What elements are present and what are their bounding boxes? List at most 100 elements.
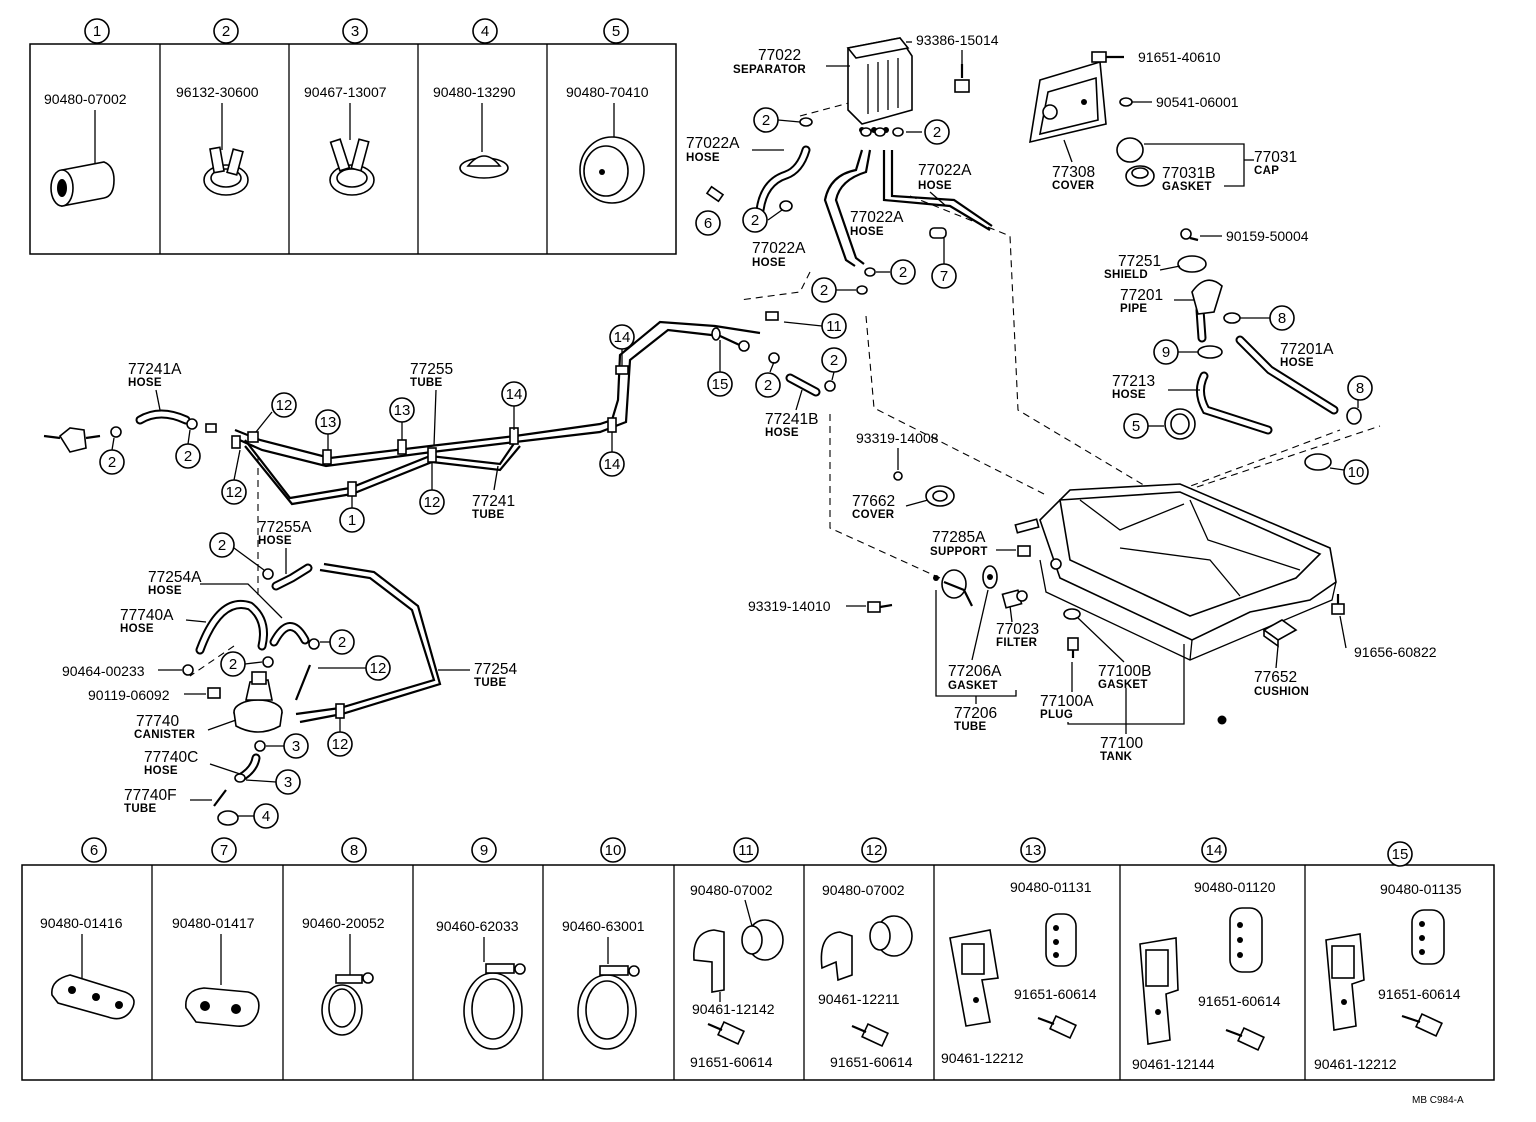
part-number: 90480-07002	[44, 91, 127, 107]
svg-text:8: 8	[1356, 380, 1364, 397]
tube-assembly-icon	[933, 569, 973, 607]
label-name: COVER	[852, 509, 895, 521]
label-number: 77740A	[120, 607, 174, 624]
label-name: TUBE	[472, 509, 505, 521]
callout-circle	[472, 18, 498, 44]
label-name: HOSE	[686, 152, 720, 164]
label-number: 77100A	[1040, 693, 1094, 710]
label-name: SHIELD	[1104, 269, 1148, 281]
sender-cover-icon	[925, 485, 955, 507]
vent-valve-icon	[43, 427, 101, 453]
hose-clamp-icon	[329, 103, 375, 196]
bottom-cell-13: 13 90480-01131 91651-60614 90461-12212	[941, 837, 1097, 1066]
part-number: 90461-12211	[818, 991, 900, 1007]
bolt-icon	[851, 1022, 889, 1048]
svg-text:8: 8	[1278, 310, 1286, 327]
callout-12: 12	[419, 462, 445, 515]
label-number: 90541-06001	[1156, 94, 1239, 110]
bottom-cell-11: 11 90480-07002 90461-12142 91651-60614	[690, 837, 784, 1070]
top-panel-frame	[29, 43, 677, 255]
label-number: 77100B	[1098, 663, 1151, 680]
label-number: 77254A	[148, 569, 202, 586]
svg-text:2: 2	[762, 112, 770, 129]
band-clamp-icon	[321, 934, 374, 1036]
clamp-icon	[1346, 407, 1362, 425]
filter-icon	[1001, 589, 1028, 609]
callout-2: 2	[220, 651, 263, 677]
label-name: PIPE	[1120, 303, 1147, 315]
label-name: CAP	[1254, 165, 1279, 177]
label-number: 77213	[1112, 373, 1155, 390]
svg-text:13: 13	[394, 402, 411, 419]
part-number: 90460-63001	[562, 918, 645, 934]
svg-text:10: 10	[1348, 464, 1365, 481]
label-name: HOSE	[120, 623, 154, 635]
bolt-icon	[867, 601, 893, 613]
callout-2: 2	[876, 259, 916, 285]
fuel-cap-icon	[1116, 137, 1155, 187]
pipe-clamp-icon	[820, 915, 913, 1048]
svg-text:12: 12	[424, 494, 441, 511]
label-name: PLUG	[1040, 709, 1073, 721]
callout-number: 15	[1392, 846, 1409, 863]
label-number: 77255A	[258, 519, 312, 536]
part-number: 90480-01131	[1010, 879, 1092, 895]
label-number: 77241A	[128, 361, 182, 378]
label-number: 77022A	[752, 240, 806, 257]
callout-number: 5	[612, 23, 620, 40]
bottom-cell-6: 6 90480-01416	[40, 837, 135, 1020]
label-number: 77022	[758, 47, 801, 64]
callout-2: 2	[753, 107, 801, 133]
label-number: 77031B	[1162, 165, 1215, 182]
label-name: TUBE	[410, 377, 443, 389]
label-number: 77308	[1052, 164, 1095, 181]
part-number: 90480-01416	[40, 915, 123, 931]
callouts: 2 2 2 6 7 2 2 11 2 2 15 14 14 14 13 13 1…	[99, 107, 1373, 829]
svg-text:12: 12	[226, 484, 243, 501]
callout-number: 3	[351, 23, 359, 40]
tube-clamp-triple-icon	[51, 934, 135, 1020]
diagram-code: MB C984-A	[1412, 1095, 1464, 1106]
svg-text:2: 2	[751, 212, 759, 229]
label-number: 90119-06092	[88, 687, 170, 703]
callout-14: 14	[609, 324, 635, 366]
callout-2: 2	[755, 361, 781, 398]
label-name: TUBE	[474, 677, 507, 689]
svg-text:2: 2	[830, 352, 838, 369]
label-name: HOSE	[1112, 389, 1146, 401]
label-number: 77255	[410, 361, 453, 378]
callout-12: 12	[327, 718, 353, 757]
callout-8: 8	[1347, 375, 1373, 408]
callout-number: 7	[220, 842, 228, 859]
grommet-ring-icon	[579, 103, 645, 204]
svg-text:12: 12	[332, 736, 349, 753]
screw-icon	[1180, 228, 1199, 242]
callout-number: 13	[1025, 842, 1042, 859]
part-number: 90480-07002	[690, 882, 773, 898]
svg-text:4: 4	[262, 808, 270, 825]
svg-text:12: 12	[276, 397, 293, 414]
label-number: 77740C	[144, 749, 198, 766]
label-name: CUSHION	[1254, 686, 1309, 698]
top-parts-panel: 1 90480-07002 2 96132-30600	[29, 18, 677, 255]
label-number: 77206	[954, 705, 997, 722]
gasket-icon	[982, 565, 998, 589]
label-name: HOSE	[752, 257, 786, 269]
part-number: 90467-13007	[304, 84, 387, 100]
filler-pipe-icon	[1191, 279, 1223, 315]
label-name: GASKET	[1098, 679, 1148, 691]
svg-text:3: 3	[284, 774, 292, 791]
label-name: HOSE	[148, 585, 182, 597]
callout-1: 1	[339, 496, 365, 533]
callout-number: 2	[222, 23, 230, 40]
part-number: 90480-70410	[566, 84, 649, 100]
label-name: TUBE	[954, 721, 987, 733]
top-cell-5: 5 90480-70410	[566, 18, 649, 204]
part-number: 91651-60614	[1198, 993, 1281, 1009]
callout-2: 2	[742, 207, 783, 233]
bottom-cell-14: 14 90480-01120 91651-60614 90461-12144	[1132, 837, 1281, 1072]
hose-77213	[1196, 371, 1273, 435]
top-cell-2: 2 96132-30600	[176, 18, 259, 196]
svg-text:7: 7	[940, 268, 948, 285]
bottom-parts-panel: 6 90480-01416 7 90480-01417	[21, 837, 1495, 1081]
